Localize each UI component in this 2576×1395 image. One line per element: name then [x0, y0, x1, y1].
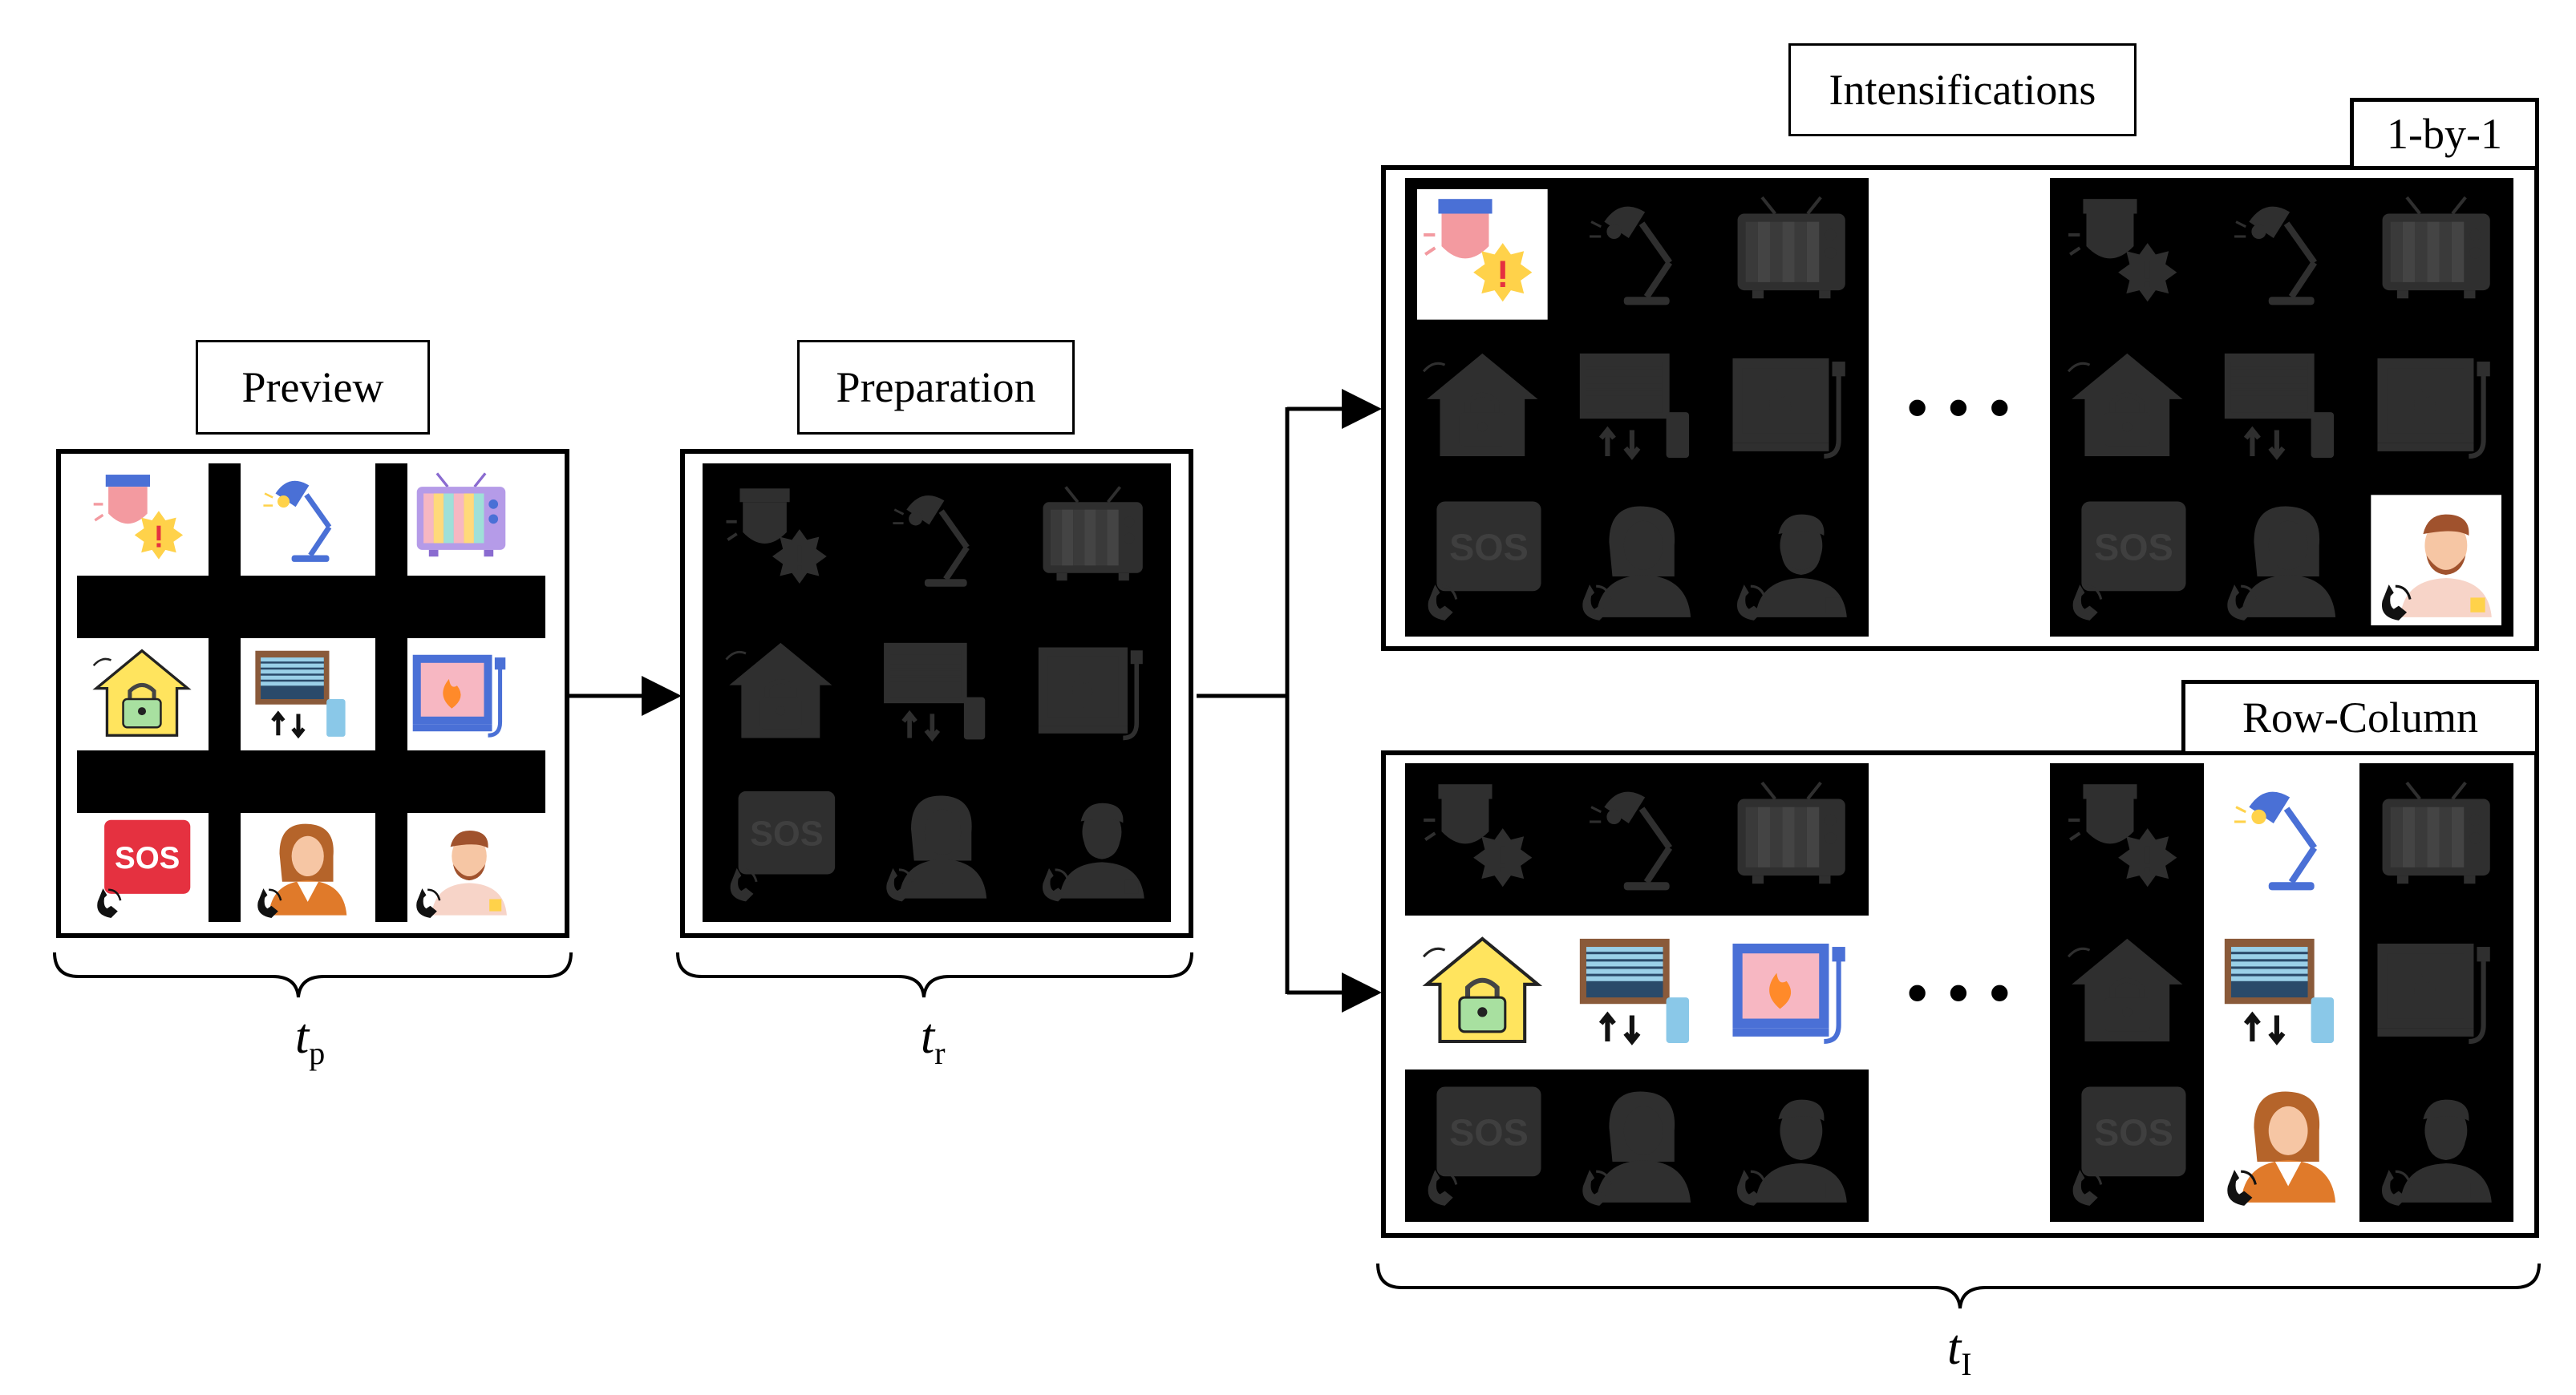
alarm-icon: [1417, 189, 1548, 320]
call-man-icon: [1736, 1099, 1847, 1206]
home-lock-icon: [1417, 927, 1548, 1058]
one-by-one-first-grid: SOS: [1405, 178, 1869, 637]
window-shutter-icon: [1579, 353, 1690, 460]
call-woman-icon: [1582, 506, 1691, 621]
call-woman-icon: [2227, 506, 2336, 621]
row-column-column-grid: SOS: [2050, 763, 2513, 1222]
brace-preview: [53, 952, 573, 998]
heater-icon: [2377, 944, 2490, 1045]
svg-text:SOS: SOS: [750, 815, 823, 854]
lamp-icon: [1590, 791, 1673, 891]
ellipsis-rowcolumn: •••: [1901, 962, 2024, 1028]
alarm-icon: [2068, 784, 2177, 888]
lamp-icon: [2234, 206, 2318, 305]
home-lock-icon: [725, 642, 832, 738]
tv-icon: [1737, 781, 1845, 884]
alarm-icon: [726, 488, 827, 584]
alarm-icon: [1424, 784, 1533, 888]
window-shutter-icon: [884, 642, 986, 742]
svg-text:SOS: SOS: [2094, 1112, 2173, 1154]
tv-icon: [407, 467, 515, 574]
call-man-icon: [2381, 1099, 2492, 1206]
lamp-icon: [1590, 206, 1673, 305]
call-man-icon: [1042, 803, 1144, 902]
one-by-one-last-grid: SOS: [2050, 178, 2513, 637]
lamp-icon: [2216, 774, 2347, 905]
svg-text:SOS: SOS: [1449, 1112, 1529, 1154]
home-lock-icon: [1422, 353, 1538, 456]
heater-icon: [1726, 927, 1857, 1058]
call-woman-icon: [249, 815, 356, 922]
tv-icon: [2382, 781, 2490, 884]
call-man-icon: [407, 815, 515, 922]
home-lock-icon: [88, 641, 196, 749]
home-lock-icon: [2067, 938, 2183, 1041]
alarm-icon: [2068, 199, 2177, 302]
sos-call-icon: SOS: [2072, 1086, 2186, 1206]
call-woman-icon: [2216, 1080, 2347, 1211]
sos-call-icon: SOS: [1428, 501, 1541, 621]
window-shutter-icon: [1571, 927, 1703, 1058]
alarm-icon: [88, 467, 196, 574]
window-shutter-icon: [2216, 927, 2347, 1058]
tv-icon: [1737, 196, 1845, 299]
svg-text:SOS: SOS: [1449, 527, 1529, 568]
tv-icon: [2382, 196, 2490, 299]
call-man-icon: [2371, 495, 2501, 625]
time-label-intensification: tI: [1947, 1320, 1972, 1382]
heater-icon: [407, 641, 515, 749]
intensifications-label: Intensifications: [1788, 43, 2137, 136]
home-lock-icon: [2067, 353, 2183, 456]
lamp-icon: [893, 495, 970, 587]
lamp-icon: [249, 467, 356, 574]
svg-text:SOS: SOS: [2094, 527, 2173, 568]
preview-label: Preview: [196, 340, 430, 435]
time-label-preparation: tr: [921, 1009, 946, 1071]
heater-icon: [1038, 647, 1143, 741]
row-column-row-grid: SOS: [1405, 763, 1869, 1222]
row-column-label: Row-Column: [2181, 680, 2539, 755]
preparation-grid: SOS: [703, 463, 1171, 922]
heater-icon: [2377, 358, 2490, 459]
tv-icon: [1043, 486, 1143, 581]
brace-preparation: [676, 952, 1193, 998]
preview-grid: SOS: [77, 463, 545, 922]
heater-icon: [1732, 358, 1845, 459]
call-woman-icon: [886, 795, 987, 902]
one-by-one-label: 1-by-1: [2350, 98, 2539, 170]
sos-call-icon: SOS: [2072, 501, 2186, 621]
window-shutter-icon: [2224, 353, 2335, 460]
sos-call-icon: SOS: [88, 815, 196, 922]
preparation-label: Preparation: [797, 340, 1075, 435]
time-label-preview: tp: [295, 1009, 326, 1071]
ellipsis-1by1: •••: [1901, 377, 2024, 443]
sos-call-icon: SOS: [1428, 1086, 1541, 1206]
call-woman-icon: [1582, 1091, 1691, 1206]
brace-intensification: [1376, 1263, 2541, 1309]
window-shutter-icon: [249, 641, 356, 749]
sos-call-icon: SOS: [730, 790, 836, 902]
svg-text:SOS: SOS: [115, 841, 180, 875]
call-man-icon: [1736, 514, 1847, 621]
